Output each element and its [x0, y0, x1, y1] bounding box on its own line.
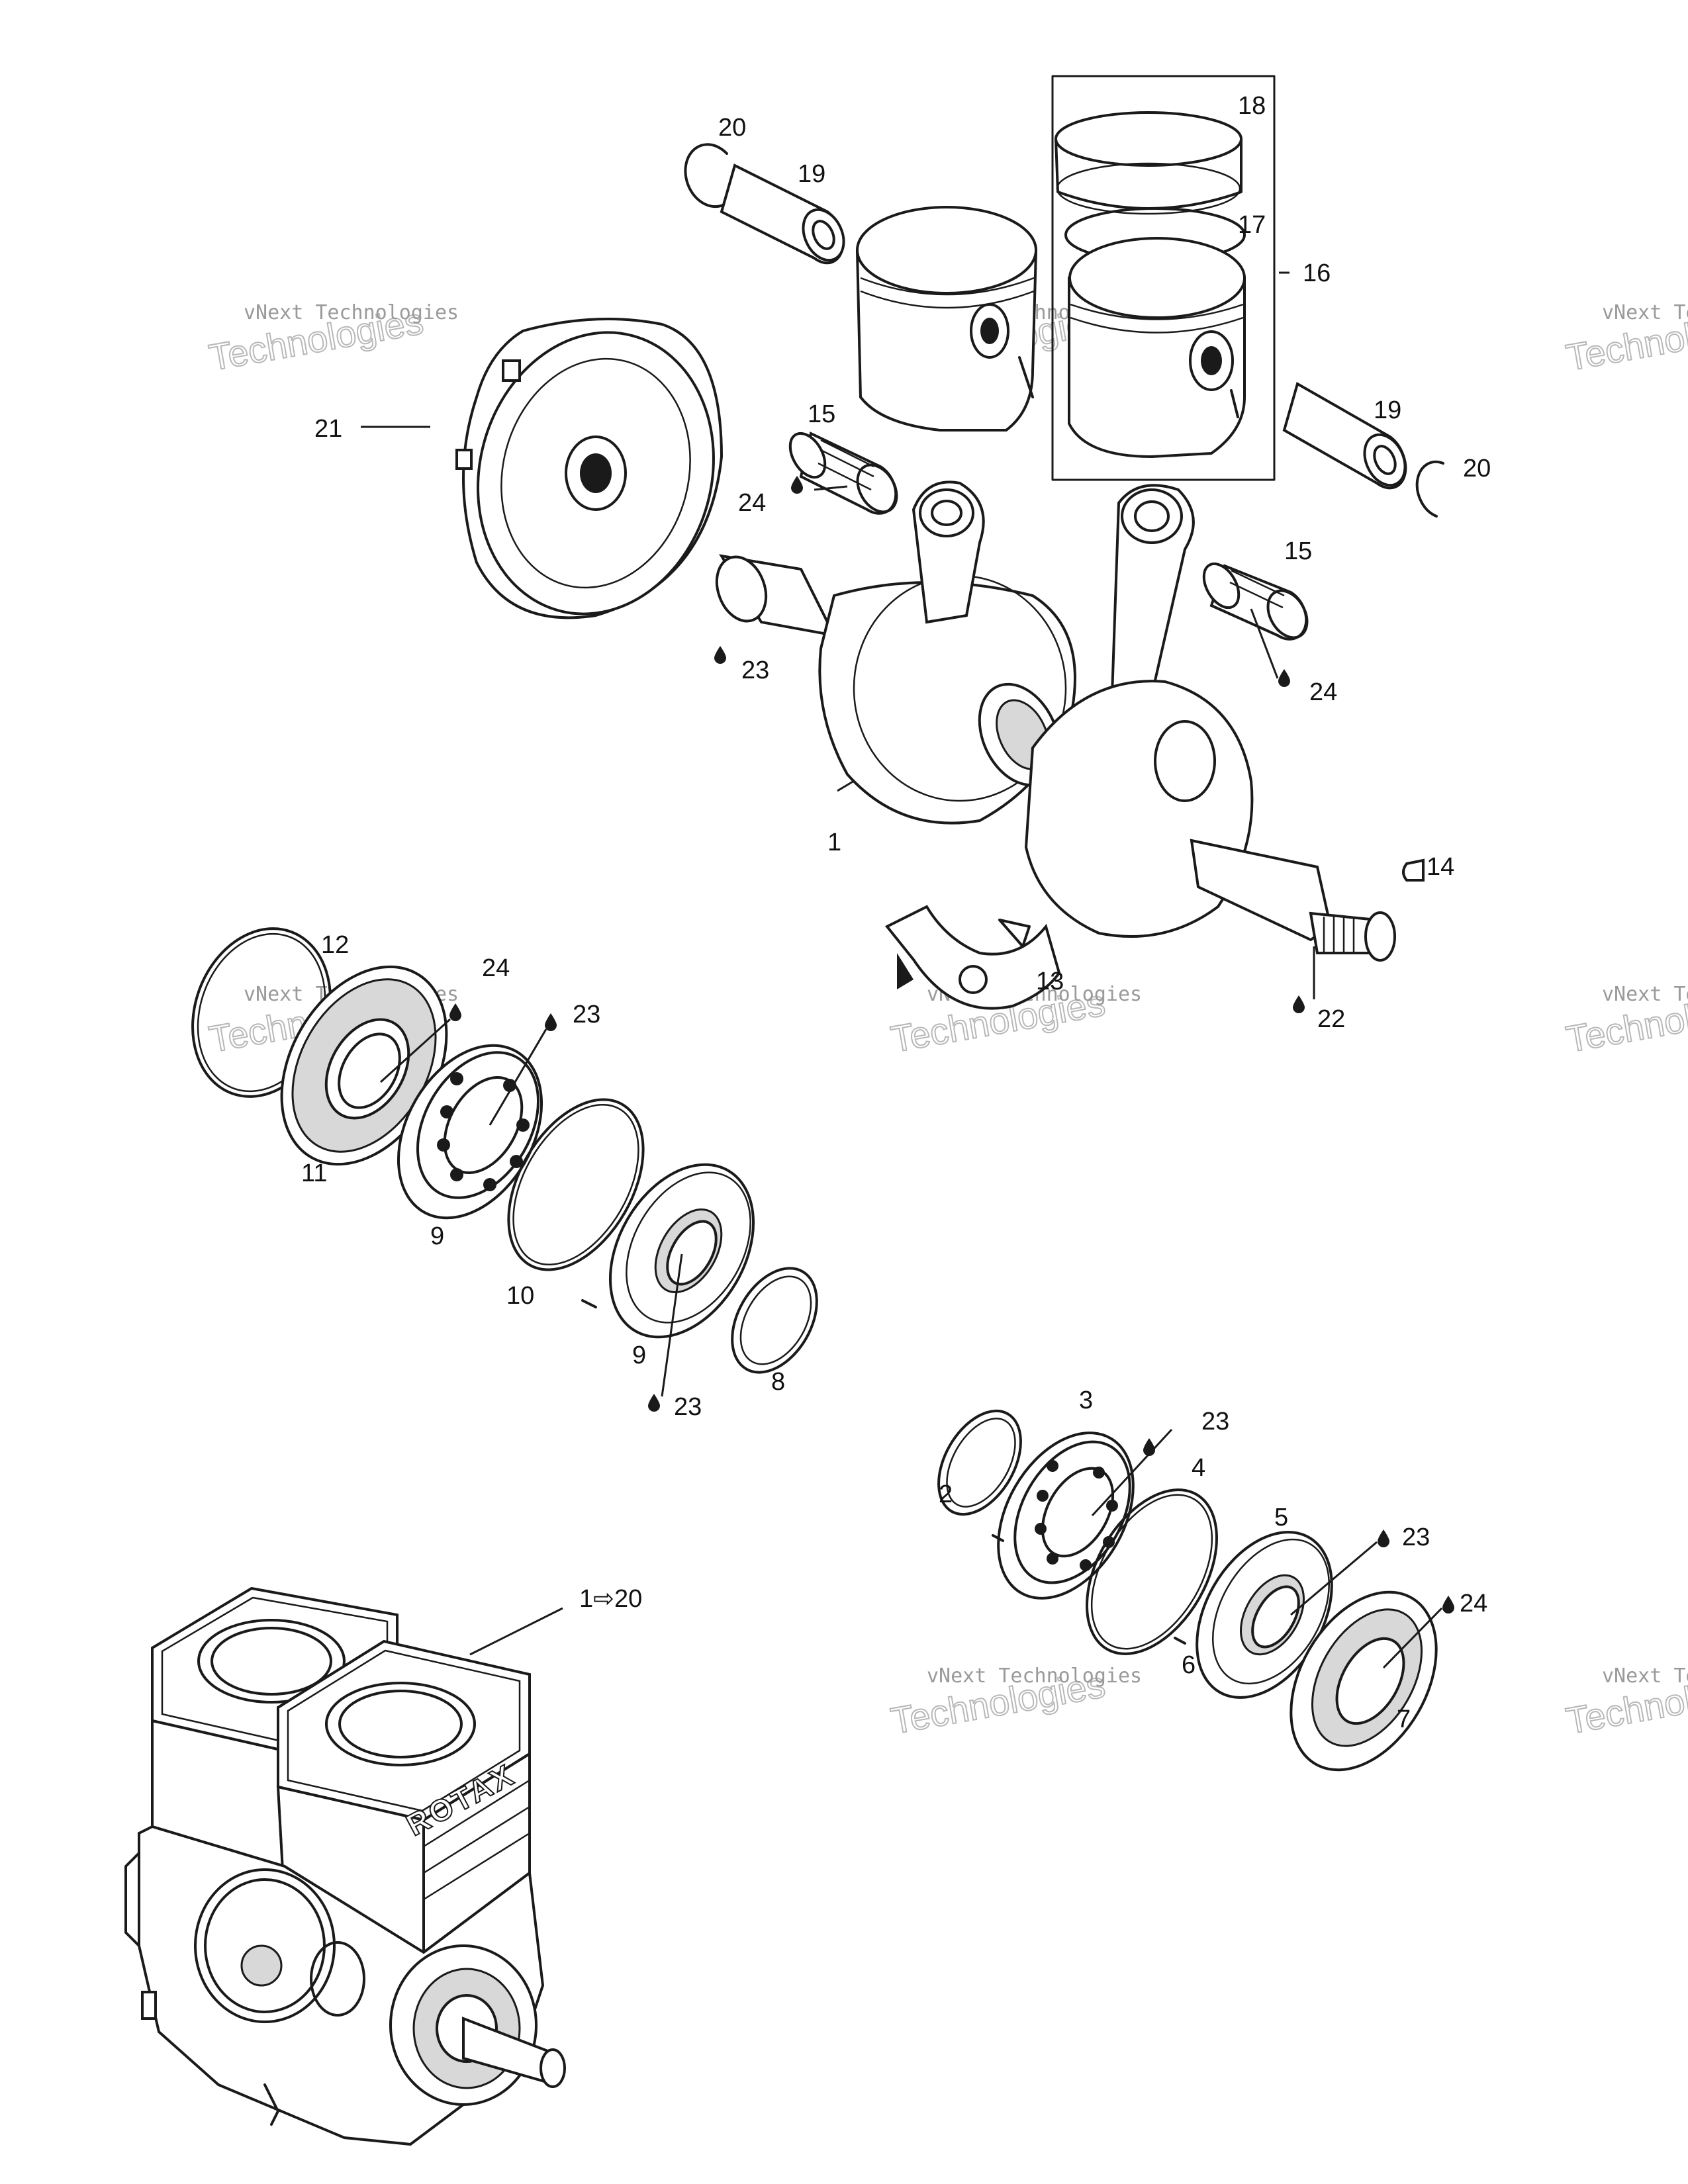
piston-pin-part-19: [1282, 381, 1407, 490]
callout-24: 24: [738, 489, 766, 517]
dowel-pin: [1174, 1637, 1186, 1645]
callout-1: 1: [827, 829, 841, 856]
callout-14: 14: [1427, 853, 1454, 881]
callout-18: 18: [1238, 92, 1266, 120]
callout-labels: 20 19 18 17 16 21 15 24 19 20 15 23 24 1…: [301, 92, 1491, 1733]
key-part-14: [1402, 858, 1425, 882]
callout-15: 15: [1284, 537, 1312, 565]
piston-kit-box: [1051, 75, 1276, 481]
callout-20: 20: [718, 114, 746, 142]
washer-part-8: [731, 1267, 818, 1374]
needle-bearing-part-15: [788, 432, 898, 515]
callout-23: 23: [1402, 1524, 1430, 1551]
callout-8: 8: [771, 1368, 785, 1396]
callout-19: 19: [798, 160, 825, 188]
bracket-part-13: [884, 905, 1061, 1010]
callout-24: 24: [1460, 1590, 1487, 1617]
callout-24: 24: [482, 954, 510, 982]
callout-19: 19: [1374, 396, 1401, 424]
callout-22: 22: [1317, 1005, 1345, 1033]
lubricant-drop-icon: [648, 1394, 660, 1412]
callout-2: 2: [939, 1480, 953, 1508]
circlip-part-20: [1415, 460, 1444, 518]
watermark: vNext Technologies: [1602, 1664, 1688, 1688]
watermark: vNext Technologies: [1602, 301, 1688, 324]
watermark: vNext Technologies: [927, 1664, 1142, 1688]
callout-11: 11: [301, 1160, 327, 1187]
callout-7: 7: [1397, 1706, 1411, 1733]
callout-13: 13: [1036, 968, 1064, 995]
callout-3: 3: [1079, 1387, 1093, 1414]
leader-lines: [361, 271, 1443, 1669]
ring-part-10: [507, 1098, 645, 1271]
callout-23: 23: [1201, 1408, 1229, 1435]
callout-23: 23: [674, 1393, 702, 1421]
piston-left: [855, 206, 1038, 432]
callout-16: 16: [1303, 259, 1331, 287]
lubricant-drop-icon: [1378, 1529, 1389, 1547]
callout-9: 9: [632, 1342, 646, 1369]
crankshaft-part-1: [715, 480, 1396, 962]
callout-23: 23: [573, 1001, 600, 1028]
callout-24: 24: [1309, 678, 1337, 706]
dowel-pin: [992, 1534, 1004, 1542]
watermark: vNext Technologies: [1602, 983, 1688, 1006]
engine-assembly: ROTAX: [124, 1586, 566, 2146]
dowel-pin: [581, 1299, 597, 1308]
callout-4: 4: [1192, 1454, 1205, 1482]
washer-part-2: [937, 1409, 1022, 1516]
lubricant-drop-icon: [449, 1003, 461, 1021]
lubricant-drop-icon: [791, 476, 803, 494]
ball-bearing-part-9: [608, 1163, 755, 1339]
callout-9: 9: [430, 1222, 444, 1250]
callout-17: 17: [1238, 211, 1266, 239]
callout-5: 5: [1274, 1504, 1288, 1531]
watermark: vNext Technologies: [244, 301, 459, 324]
oil-seal-part-7: [1289, 1590, 1438, 1772]
callout-21: 21: [314, 415, 342, 443]
callout-20: 20: [1463, 455, 1491, 482]
callout-23: 23: [741, 657, 769, 684]
ball-bearing-part-9: [397, 1044, 543, 1220]
callout-6: 6: [1182, 1651, 1196, 1679]
needle-bearing-part-15: [1202, 562, 1309, 641]
callout-12: 12: [321, 931, 349, 959]
callout-15: 15: [808, 400, 835, 428]
callout-1-to-20: 1⇨20: [579, 1585, 642, 1613]
flywheel-part-21: [455, 318, 724, 619]
lubricant-drop-icon: [1442, 1596, 1454, 1614]
ball-bearing-part-3: [997, 1432, 1135, 1600]
lubricant-drop-icon: [714, 646, 726, 664]
ring-part-4: [1086, 1488, 1218, 1655]
callout-10: 10: [506, 1282, 534, 1310]
lubricant-drop-icon: [545, 1013, 557, 1031]
lubricant-drop-icon: [1278, 669, 1290, 687]
circlip-part-20: [684, 143, 736, 208]
lubricant-drop-icon: [1293, 995, 1305, 1013]
piston-pin-part-19: [720, 163, 845, 265]
oil-seal-part-11: [280, 965, 448, 1166]
